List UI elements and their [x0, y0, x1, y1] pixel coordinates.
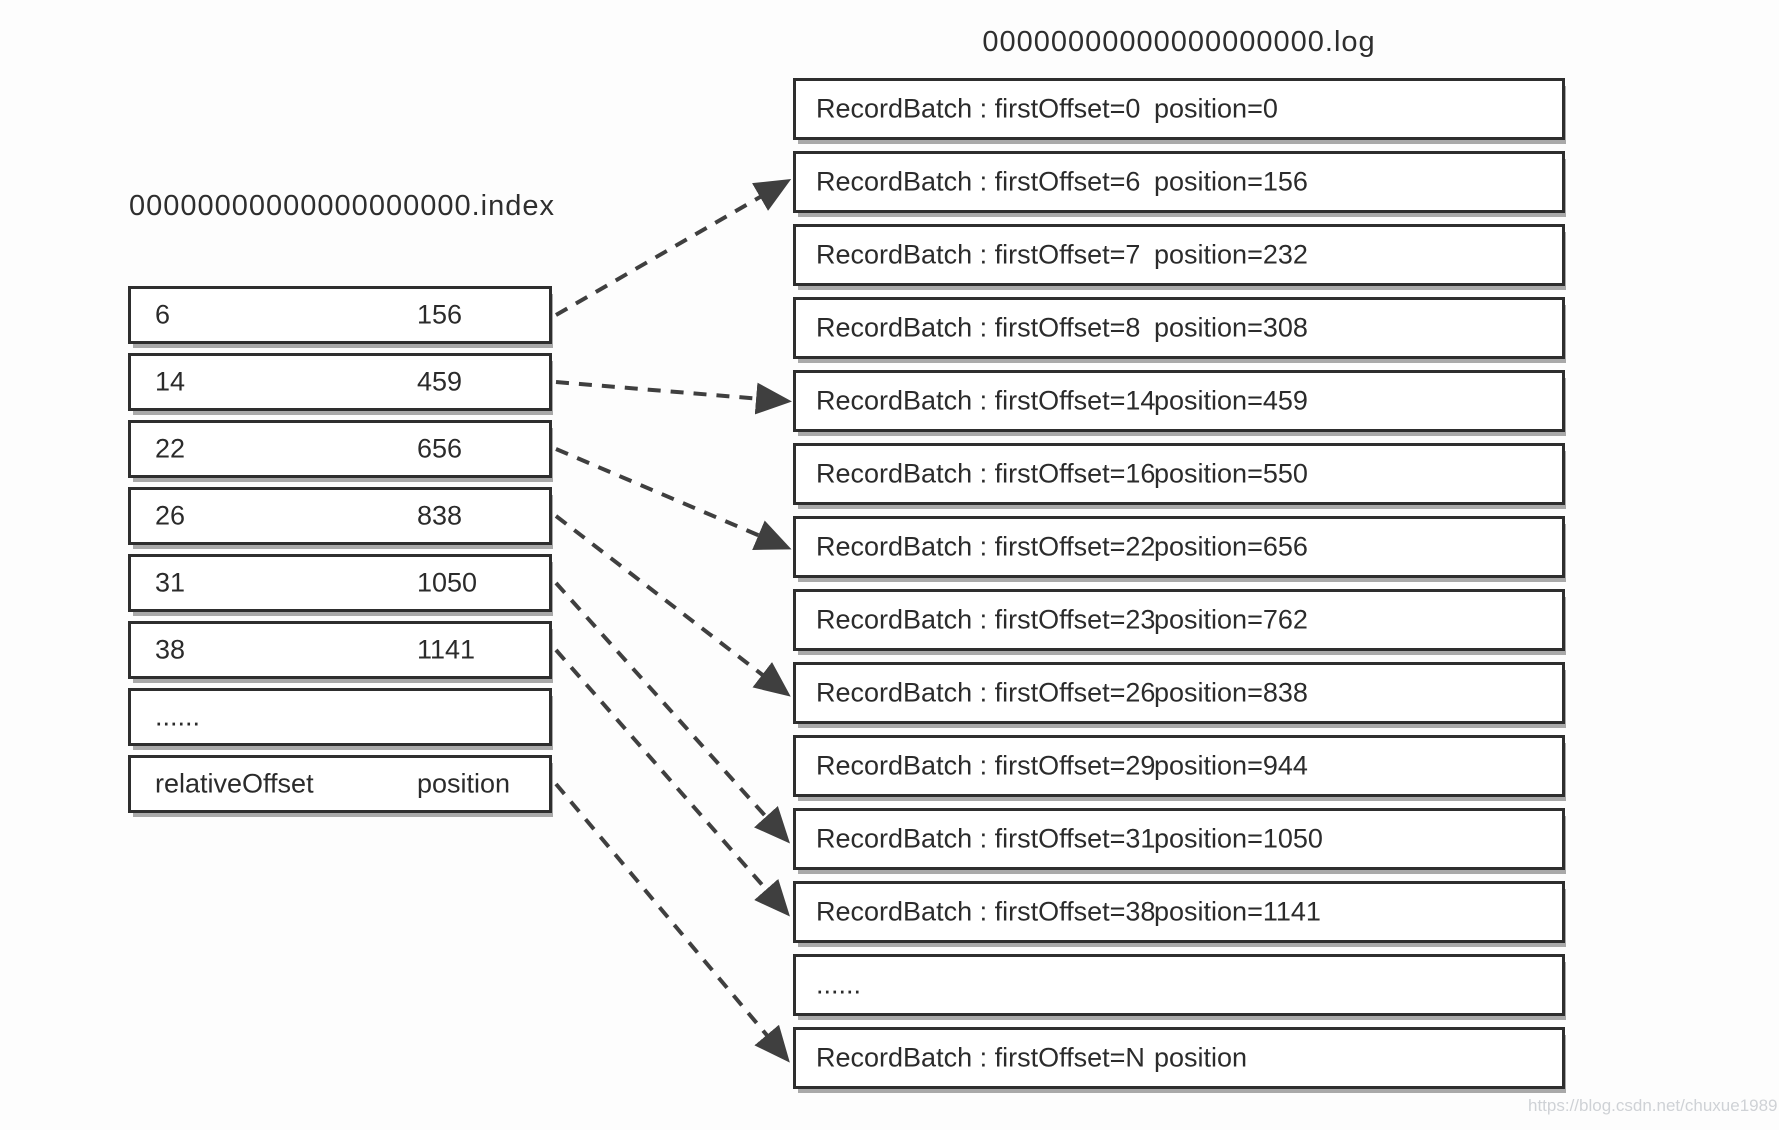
- index-to-log-arrow: [554, 648, 790, 917]
- index-to-log-arrow: [555, 447, 792, 550]
- index-position-cell: 1050: [417, 567, 478, 598]
- index-offset-cell: 22: [155, 433, 186, 464]
- log-recordbatch-label: RecordBatch : firstOffset=22: [816, 531, 1156, 562]
- index-file-title: 00000000000000000000.index: [129, 190, 555, 222]
- index-offset-cell: relativeOffset: [155, 768, 314, 799]
- log-position-cell: position=1050: [1154, 823, 1323, 854]
- log-table-row: RecordBatch : firstOffset=8 position=308: [793, 297, 1565, 359]
- log-recordbatch-label: RecordBatch : firstOffset=7: [816, 239, 1141, 270]
- log-recordbatch-label: RecordBatch : firstOffset=8: [816, 312, 1141, 343]
- log-position-cell: position=156: [1154, 166, 1308, 197]
- index-offset-cell: 38: [155, 634, 186, 665]
- index-offset-cell: 26: [155, 500, 186, 531]
- log-position-cell: position=656: [1154, 531, 1308, 562]
- index-table-row: 38 1141: [128, 621, 552, 679]
- index-table-row: 26 838: [128, 487, 552, 545]
- index-offset-cell: 31: [155, 567, 186, 598]
- log-table-row: RecordBatch : firstOffset=7 position=232: [793, 224, 1565, 286]
- log-recordbatch-label: RecordBatch : firstOffset=31: [816, 823, 1156, 854]
- index-offset-cell: ......: [155, 701, 201, 732]
- index-table-row: 14 459: [128, 353, 552, 411]
- watermark: https://blog.csdn.net/chuxue1989: [1528, 1096, 1778, 1115]
- log-position-cell: position=944: [1154, 750, 1308, 781]
- log-position-cell: position: [1154, 1042, 1248, 1073]
- index-table-row: ......: [128, 688, 552, 746]
- log-recordbatch-label: RecordBatch : firstOffset=14: [816, 385, 1156, 416]
- log-recordbatch-label: RecordBatch : firstOffset=29: [816, 750, 1156, 781]
- index-table-row: 22 656: [128, 420, 552, 478]
- index-position-cell: position: [417, 768, 511, 799]
- index-position-cell: 656: [417, 433, 463, 464]
- index-position-cell: 459: [417, 366, 463, 397]
- log-position-cell: position=232: [1154, 239, 1308, 270]
- index-table-row: 31 1050: [128, 554, 552, 612]
- index-offset-cell: 6: [155, 299, 171, 330]
- log-position-cell: position=1141: [1154, 896, 1321, 927]
- index-position-cell: 156: [417, 299, 463, 330]
- index-to-log-arrow: [554, 782, 790, 1063]
- log-table-row: ......: [793, 954, 1565, 1016]
- index-offset-cell: 14: [155, 366, 186, 397]
- log-file-title: 00000000000000000000.log: [982, 26, 1376, 58]
- log-position-cell: position=0: [1154, 93, 1278, 124]
- log-recordbatch-label: RecordBatch : firstOffset=26: [816, 677, 1156, 708]
- index-table: 6 156 14 459 22 656 26 838 31 1050 38 1141...... rel…: [128, 286, 552, 822]
- log-position-cell: position=838: [1154, 677, 1308, 708]
- log-recordbatch-label: RecordBatch : firstOffset=16: [816, 458, 1156, 489]
- index-table-row: 6 156: [128, 286, 552, 344]
- log-table-row: RecordBatch : firstOffset=N position: [793, 1027, 1565, 1089]
- index-to-log-arrow: [554, 514, 791, 697]
- index-to-log-arrow: [555, 380, 792, 415]
- log-position-cell: position=459: [1154, 385, 1308, 416]
- log-recordbatch-label: RecordBatch : firstOffset=6: [816, 166, 1141, 197]
- index-to-log-arrow: [554, 581, 791, 844]
- log-position-cell: position=550: [1154, 458, 1308, 489]
- log-recordbatch-label: ......: [816, 969, 862, 1000]
- log-table-row: RecordBatch : firstOffset=6 position=156: [793, 151, 1565, 213]
- log-recordbatch-label: RecordBatch : firstOffset=23: [816, 604, 1156, 635]
- log-position-cell: position=308: [1154, 312, 1308, 343]
- log-recordbatch-label: RecordBatch : firstOffset=0: [816, 93, 1141, 124]
- index-position-cell: 838: [417, 500, 463, 531]
- log-recordbatch-label: RecordBatch : firstOffset=38: [816, 896, 1156, 927]
- index-to-log-arrow: [554, 178, 792, 317]
- log-recordbatch-label: RecordBatch : firstOffset=N: [816, 1042, 1145, 1073]
- index-position-cell: 1141: [417, 634, 476, 665]
- index-table-row: relativeOffset position: [128, 755, 552, 813]
- log-position-cell: position=762: [1154, 604, 1308, 635]
- log-table-row: RecordBatch : firstOffset=0 position=0: [793, 78, 1565, 140]
